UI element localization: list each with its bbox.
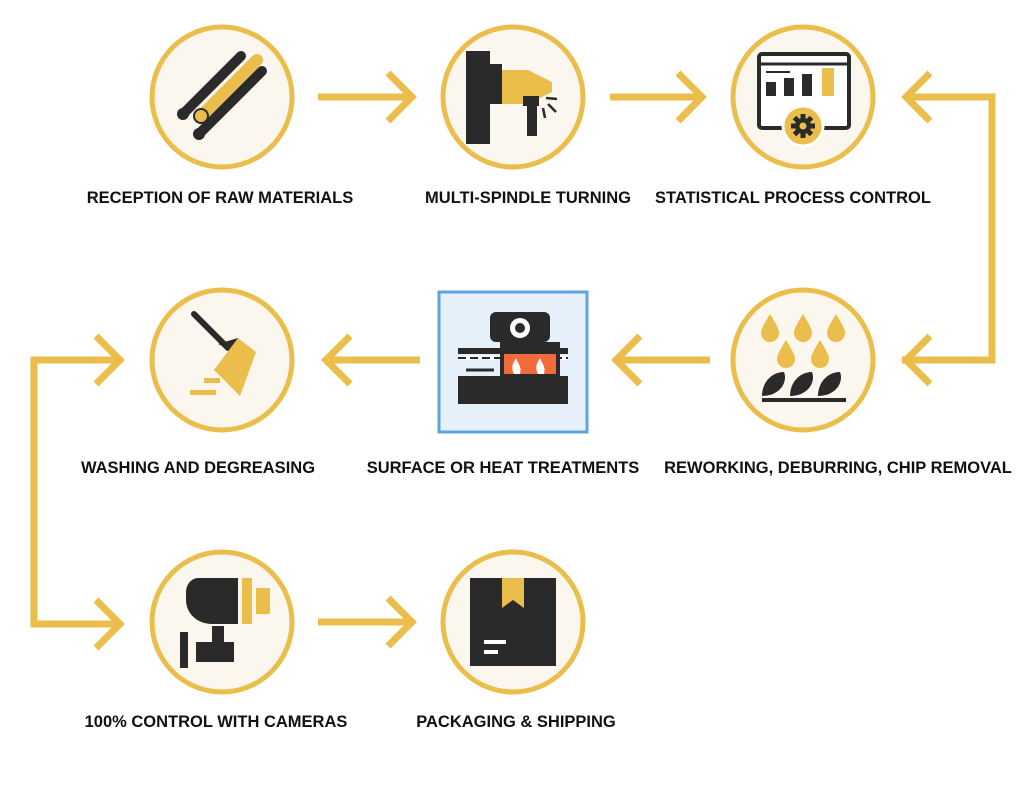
step-surface-heat-treatments[interactable]: SURFACE OR HEAT TREATMENTS [367, 290, 640, 477]
arrow-step4-to-step3-loop [901, 70, 996, 387]
heat-treatment-furnace-icon [458, 312, 568, 404]
arrow-step7-to-step8 [318, 595, 417, 649]
camera-inspection-icon [180, 578, 270, 668]
step-label: PACKAGING & SHIPPING [416, 713, 616, 731]
step-camera-control: 100% CONTROL WITH CAMERAS [85, 549, 348, 731]
process-control-monitor-icon [757, 52, 851, 148]
step-circle [730, 287, 876, 433]
step-reworking-deburring: REWORKING, DEBURRING, CHIP REMOVAL [664, 287, 1012, 477]
connector-arrows [30, 70, 996, 651]
step-label: MULTI-SPINDLE TURNING [425, 189, 631, 207]
step-multi-spindle-turning: MULTI-SPINDLE TURNING [425, 24, 631, 207]
lathe-turning-icon [466, 51, 558, 144]
step-label: REWORKING, DEBURRING, CHIP REMOVAL [664, 459, 1012, 477]
step-label: STATISTICAL PROCESS CONTROL [655, 189, 931, 207]
raw-materials-rods-icon [177, 51, 267, 140]
step-label: 100% CONTROL WITH CAMERAS [85, 713, 348, 731]
arrow-step2-to-step3 [610, 70, 707, 124]
package-box-icon [470, 578, 556, 666]
step-statistical-process-control: STATISTICAL PROCESS CONTROL [655, 24, 931, 207]
arrow-step5-to-step6 [321, 333, 420, 387]
step-washing-degreasing: WASHING AND DEGREASING [81, 287, 315, 477]
broom-cleaning-icon [190, 311, 256, 396]
deburring-drops-icon [761, 314, 846, 402]
arrow-step1-to-step2 [318, 70, 417, 124]
step-packaging-shipping: PACKAGING & SHIPPING [416, 549, 616, 731]
arrow-step6-to-step7-loop [30, 333, 125, 651]
step-label: WASHING AND DEGREASING [81, 459, 315, 477]
step-label: RECEPTION OF RAW MATERIALS [87, 189, 353, 207]
step-reception-raw-materials: RECEPTION OF RAW MATERIALS [87, 24, 353, 207]
gear-icon [791, 114, 815, 138]
step-label: SURFACE OR HEAT TREATMENTS [367, 459, 640, 477]
arrow-step4-to-step5 [611, 333, 710, 387]
